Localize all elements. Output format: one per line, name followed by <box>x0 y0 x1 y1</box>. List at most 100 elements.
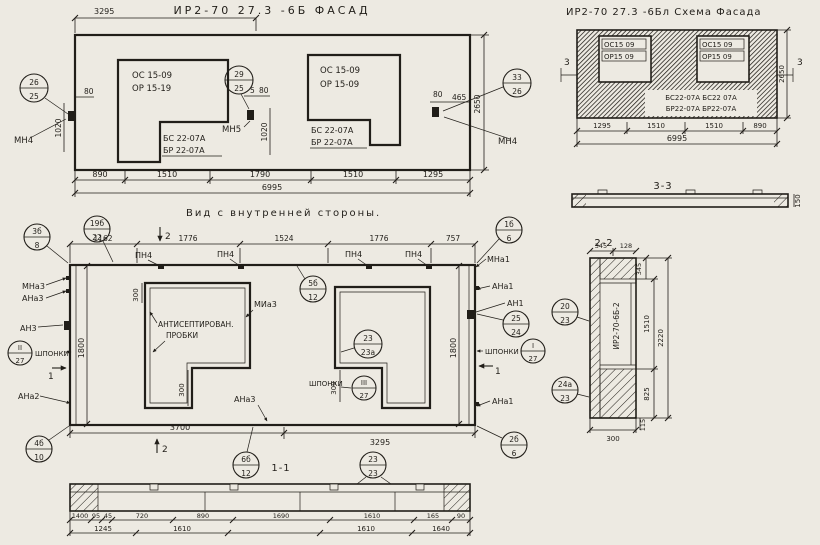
note-line-1: АНТИСЕПТИРОВАН. <box>158 320 234 329</box>
dim-ticks <box>586 426 640 434</box>
dim-label-150: 150 <box>794 194 802 207</box>
callout-bottom: 23 <box>368 469 378 478</box>
dim-label: 720 <box>136 512 148 520</box>
window2-mark-br: БР 22-07А <box>311 138 353 147</box>
label-mna1: МНа1 <box>487 255 510 264</box>
callout-top: 25 <box>511 314 521 323</box>
cut-label: 1 <box>48 372 54 382</box>
scheme-win2-or: ОР15 09 <box>702 53 732 61</box>
dim-label: 1510 <box>157 170 177 179</box>
dim-label-300: 300 <box>330 381 338 394</box>
callout-5b-12: 5б 12 <box>296 265 327 303</box>
shponki-left: II 27 ШПОНКИ <box>7 340 72 366</box>
section-bottom-hatch <box>599 368 637 419</box>
dim-label: 890 <box>92 170 107 179</box>
facade-scheme-view: ИР2-70 27.3 -6Бл Схема Фасада ОС15 09 ОР… <box>560 7 803 208</box>
dim-label-1020l: 1020 <box>54 118 63 137</box>
callout-top: 5б <box>308 279 318 288</box>
profile-outline <box>571 193 789 208</box>
callout-bottom: 6 <box>507 234 512 243</box>
anchor-an1 <box>467 310 474 319</box>
mark-box <box>699 50 745 62</box>
label-mna3: МНа3 <box>22 282 45 291</box>
dim-label: 1524 <box>274 234 293 243</box>
callout-top: 20 <box>560 302 570 311</box>
section-1-1-label: 1-1 <box>271 463 290 474</box>
section-marker-3-left: 3 <box>560 58 577 82</box>
sec22-dims-bottom: 300 115 <box>586 418 647 443</box>
cut-mark-1-right: 1 <box>478 363 501 377</box>
scheme-label-box <box>645 90 757 116</box>
dim-label: 1610 <box>173 525 191 533</box>
callout-top: 23 <box>368 455 378 464</box>
leader-arrow <box>475 258 487 268</box>
dim-lines <box>645 258 669 418</box>
scheme-win1-or: ОР15 09 <box>604 53 634 61</box>
cut-mark-2-top: 2 <box>157 227 171 242</box>
callout-25-24: 25 24 <box>476 310 530 338</box>
dim-line <box>777 29 791 119</box>
callout-bottom: 12 <box>241 469 251 478</box>
dim-label-300: 300 <box>132 288 140 301</box>
callout-6b-12: 6б 12 <box>232 426 260 479</box>
callout-24a-23: 24а 23 <box>551 376 590 404</box>
profile-plugs <box>149 483 425 491</box>
dim-label: 1295 <box>593 122 611 130</box>
dim-label-465: 465 <box>452 93 467 102</box>
leader-arrow <box>476 285 491 290</box>
scheme-dim-2650: 2650 <box>777 26 791 122</box>
inner-view: Вид с внутренней стороны. 3б 8 19б 22 11… <box>7 208 546 485</box>
anchor-mn4-left <box>68 111 75 121</box>
inner-dim-1800-left: 1800 <box>77 262 91 428</box>
dim-label-2650: 2650 <box>778 65 786 83</box>
dim-label-3295: 3295 <box>94 7 114 16</box>
dim-label-1800: 1800 <box>77 338 86 358</box>
callout-bottom: 27 <box>360 392 369 400</box>
callout-19b-22: 19б 22 <box>83 215 114 263</box>
dim-label: 1610 <box>357 525 375 533</box>
hatch-end-right <box>443 483 471 512</box>
window2-mark-bs: БС 22-07А <box>311 126 354 135</box>
leader-line <box>576 316 590 322</box>
dim-ticks <box>642 254 672 422</box>
callout-bottom: 27 <box>529 355 538 363</box>
label-ana1-b: АНа1 <box>492 397 513 406</box>
dim-label: 90 <box>457 512 465 520</box>
panel-mark-stamp: ИР2-70-6Б-2 <box>612 302 621 349</box>
callout-bottom: 25 <box>29 92 39 101</box>
dim-ticks <box>480 31 488 174</box>
dim-label-total: 6995 <box>667 134 687 143</box>
marker-label: 3 <box>797 58 803 68</box>
dim-label: 1510 <box>343 170 363 179</box>
callout-bottom: 23 <box>560 394 570 403</box>
callout-bottom: 23 <box>560 316 570 325</box>
leader-line <box>476 238 500 264</box>
anchor-mn4-right <box>432 107 439 117</box>
dim-ticks <box>66 529 474 537</box>
dim-label: 757 <box>446 234 461 243</box>
label-ana3-bottom: АНа3 <box>234 395 255 404</box>
facade-panel-outline <box>73 33 472 172</box>
inner-panel-outline <box>68 263 477 427</box>
callout-3b-8: 3б 8 <box>23 223 69 264</box>
dim-label-300: 300 <box>606 435 619 443</box>
callout-bottom: 22 <box>92 233 102 242</box>
profile-plugs <box>597 189 763 194</box>
section-2-2-title: 2-2 <box>594 238 613 249</box>
dim-label-825: 825 <box>643 387 651 400</box>
inner-window-2-inner <box>339 291 426 404</box>
dim-ticks <box>71 176 474 197</box>
callout-top: 24а <box>558 380 572 389</box>
facade-window-2 <box>306 53 402 147</box>
callout-33-26: 33 26 <box>442 68 532 112</box>
window1-mark-or: ОР 15-19 <box>132 84 171 94</box>
callout-bottom: 23а <box>361 348 375 357</box>
window2-mark-or: ОР 15-09 <box>320 80 359 90</box>
cut-label: 1 <box>495 367 501 377</box>
dim-label-345r: 345 <box>635 263 643 275</box>
scheme-bs-line: БС22-07А БС22 07А <box>665 94 737 102</box>
callout-top: 1б <box>504 220 514 229</box>
callout-1b-6: 1б 6 <box>476 216 523 264</box>
cut-mark-1-left: 1 <box>48 365 67 382</box>
